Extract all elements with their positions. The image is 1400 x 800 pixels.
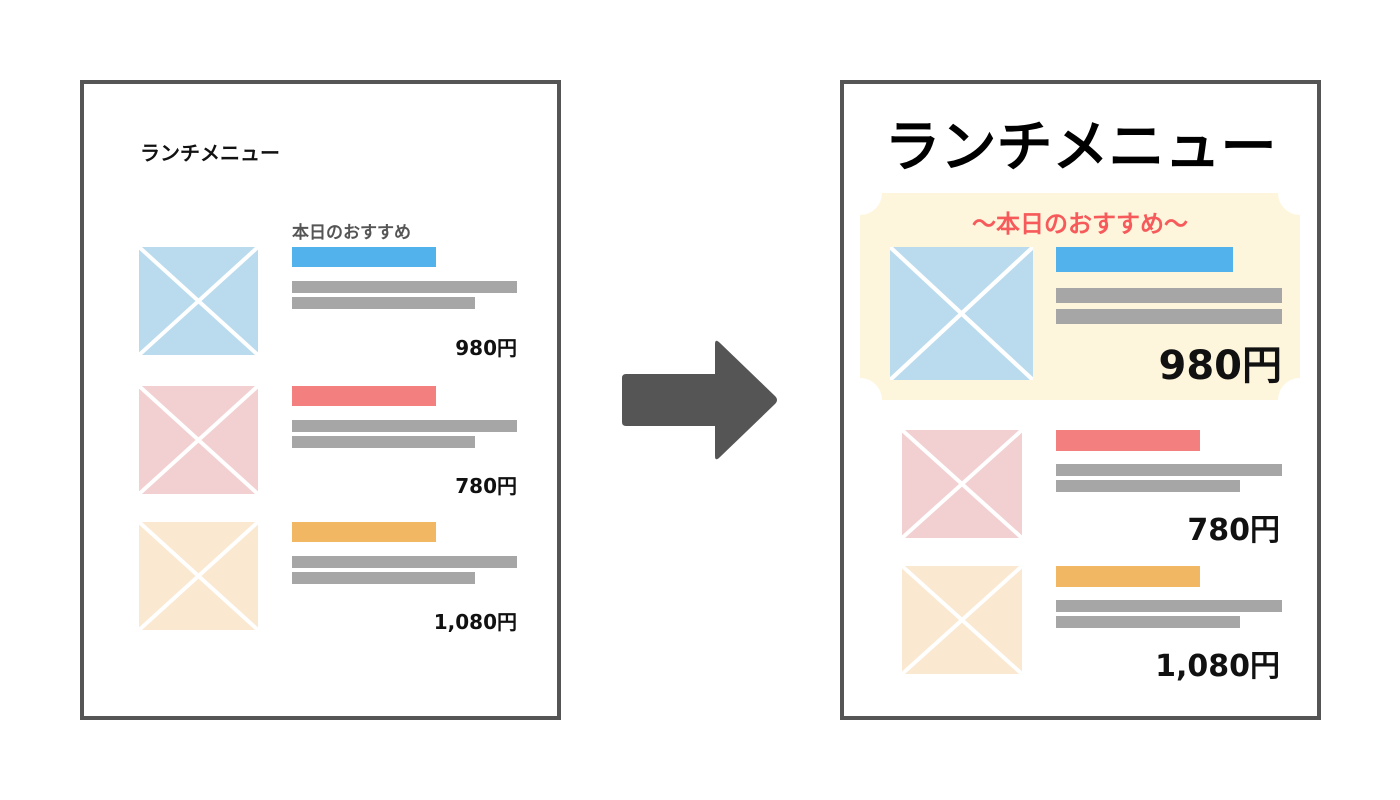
description-line [292, 297, 475, 309]
description-line [1056, 464, 1282, 476]
after-menu-title: ランチメニュー [884, 115, 1277, 180]
food-image-placeholder [139, 247, 258, 355]
description-line [1056, 309, 1282, 324]
arrow-right-icon [620, 336, 782, 464]
item-price: 780円 [455, 474, 517, 498]
description-line [1056, 288, 1282, 303]
food-image-placeholder [890, 247, 1033, 380]
item-name-bar [1056, 247, 1233, 272]
before-recommend-label: 本日のおすすめ [292, 223, 411, 243]
description-line [1056, 616, 1240, 628]
item-name-bar [1056, 566, 1200, 587]
item-price: 780円 [1187, 513, 1280, 548]
item-name-bar [292, 522, 436, 542]
item-price: 980円 [455, 336, 517, 360]
description-line [292, 420, 517, 432]
description-line [1056, 600, 1282, 612]
food-image-placeholder [902, 566, 1022, 674]
food-image-placeholder [139, 386, 258, 494]
description-line [292, 436, 475, 448]
item-name-bar [292, 247, 436, 267]
item-name-bar [1056, 430, 1200, 451]
description-line [292, 556, 517, 568]
item-price: 1,080円 [433, 610, 517, 634]
food-image-placeholder [139, 522, 258, 630]
item-price: 1,080円 [1155, 649, 1280, 684]
description-line [292, 281, 517, 293]
featured-item-price: 980円 [1158, 343, 1283, 389]
after-recommend-label: 〜本日のおすすめ〜 [972, 210, 1188, 238]
before-menu-title: ランチメニュー [140, 141, 280, 165]
food-image-placeholder [902, 430, 1022, 538]
item-name-bar [292, 386, 436, 406]
description-line [1056, 480, 1240, 492]
description-line [292, 572, 475, 584]
